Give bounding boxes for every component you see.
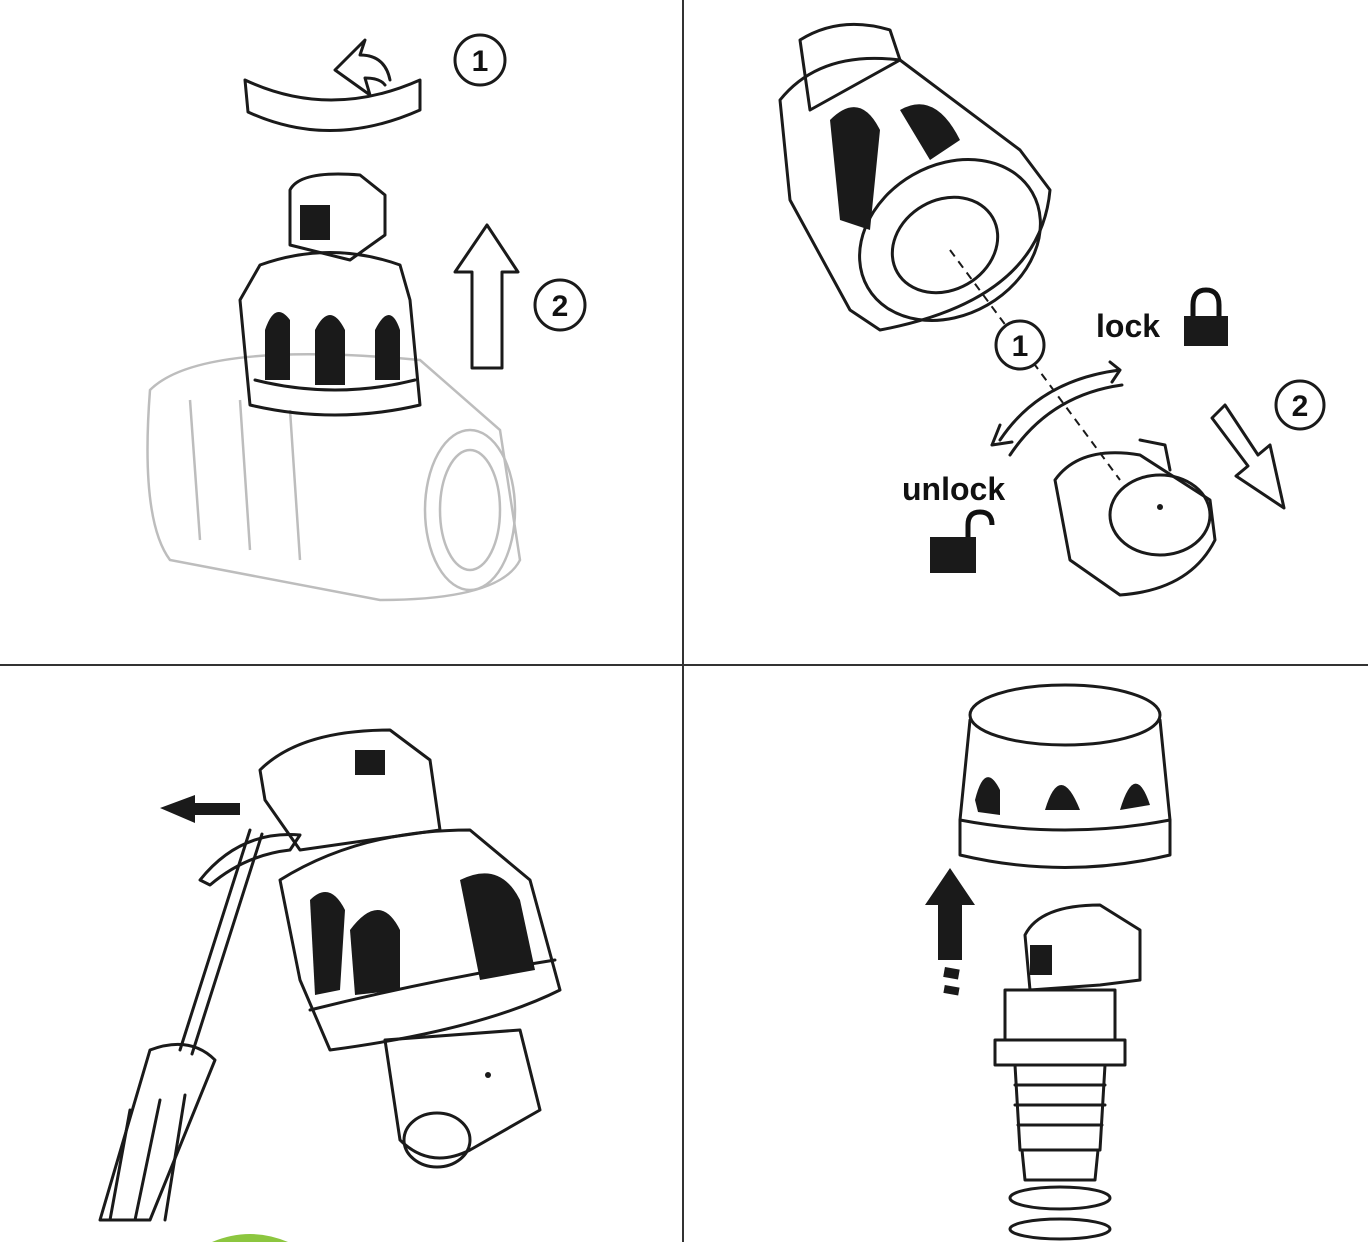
left-arrow-icon [160,795,240,823]
valve-body-faded [146,353,522,602]
o-ring-1 [1008,1185,1112,1211]
step-1-badge: 1 [453,33,507,87]
unlock-icon [930,509,995,573]
cap-part [958,683,1172,869]
unlock-label: unlock [902,471,1005,507]
step-2-badge: 2 [1274,379,1326,431]
up-arrow-icon [925,868,975,996]
accent-dot [212,1234,288,1242]
lock-label: lock [1096,308,1160,344]
diagonal-arrow-icon [1210,403,1286,510]
step-1-badge: 1 [994,319,1046,371]
valve-head [238,172,422,417]
panel-lock-unlock: 1 lock 2 unlock [778,22,1326,597]
lock-icon [1184,287,1228,346]
up-arrow-icon [453,223,520,370]
rotate-arrow-icon [243,38,422,132]
screwdriver [98,828,302,1222]
cap-part [778,22,1052,332]
panel-pry-clip [98,728,562,1222]
svg-text:1: 1 [472,45,489,78]
rotate-lock-arrow-icon [990,360,1124,457]
o-ring-2 [1008,1217,1112,1241]
cartridge-part [993,903,1142,1182]
panel-remove-head: 1 2 [146,33,587,602]
step-2-badge: 2 [533,278,587,332]
panel-separate-parts [925,683,1172,1241]
svg-text:2: 2 [552,290,569,323]
clip-part [1053,438,1217,597]
svg-text:1: 1 [1012,330,1029,363]
svg-text:2: 2 [1292,390,1309,423]
valve-head-tilted [258,728,562,1169]
